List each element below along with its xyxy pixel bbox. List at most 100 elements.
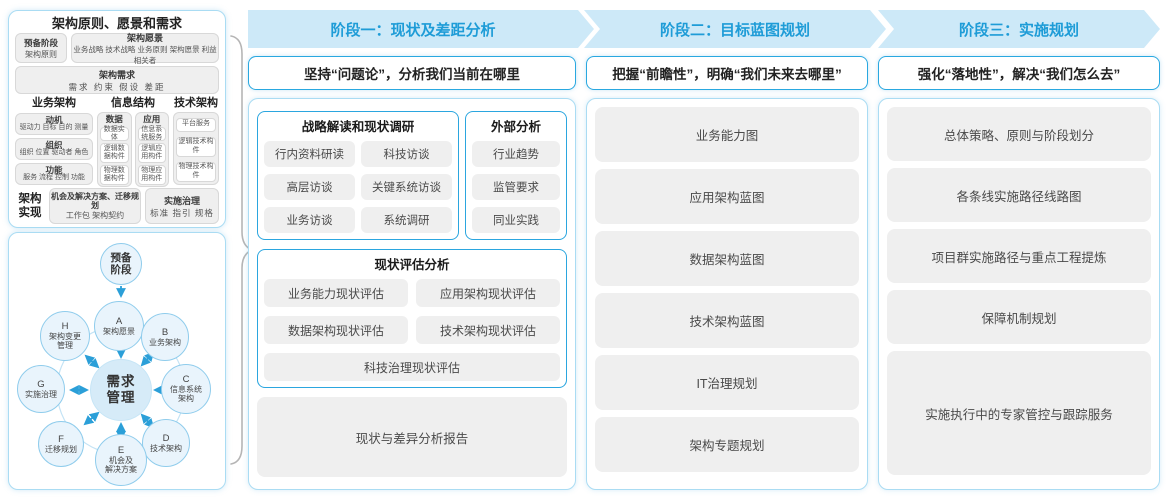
- prep-phase-node: 预备 阶段: [100, 243, 142, 285]
- assessment-item: 业务能力现状评估: [264, 279, 408, 307]
- requirement-sub: 需求 约束 假设 差距: [68, 81, 166, 92]
- technology-subcolumn: 平台服务 逻辑技术构件 物理技术构件: [173, 112, 219, 185]
- research-item: 高层访谈: [264, 174, 355, 200]
- phase3-deliverable: 总体策略、原则与阶段划分: [887, 107, 1151, 161]
- assessment-grid: 业务能力现状评估 应用架构现状评估 数据架构现状评估 技术架构现状评估 科技治理…: [264, 279, 560, 381]
- requirements-management-node: 需求 管理: [90, 359, 152, 421]
- node-d-label: 技术架构: [150, 443, 182, 453]
- application-subcolumn: 应用 信息系统服务 逻辑应用构件 物理应用构件: [134, 112, 169, 187]
- phase2-deliverable: 应用架构蓝图: [595, 169, 859, 224]
- phase1-header-text: 阶段一：现状及差距分析: [330, 21, 496, 39]
- phase1-header-band: 阶段一：现状及差距分析: [248, 10, 594, 48]
- assessment-item: 技术架构现状评估: [416, 316, 560, 344]
- node-e-opportunities-solutions: E 机会及 解决方案: [95, 434, 147, 486]
- phase2-deliverable: 数据架构蓝图: [595, 231, 859, 286]
- adm-cycle-panel: 预备 阶段 需求 管理 A 架构愿景 B 业务架构 C 信息系统 架构 D 技术…: [8, 232, 226, 490]
- node-c-letter: C: [182, 374, 190, 385]
- gap-analysis-report-box: 现状与差异分析报告: [257, 397, 567, 477]
- platform-service-box: 平台服务: [176, 117, 216, 132]
- logical-app-box: 逻辑应用构件: [137, 143, 166, 163]
- node-a-letter: A: [115, 315, 123, 327]
- phase2-deliverable: IT治理规划: [595, 355, 859, 410]
- node-f-label: 迁移规划: [45, 444, 77, 454]
- opportunity-title: 机会及解决方案、迁移规划: [51, 191, 139, 211]
- phase3-subtitle: 强化“落地性”，解决“我们怎么去”: [878, 56, 1160, 90]
- strategy-research-title: 战略解读和现状调研: [301, 120, 415, 134]
- phase2-header-band: 阶段二：目标蓝图规划: [584, 10, 886, 48]
- data-subcolumn: 数据 数据实体 逻辑数据构件 物理数据构件: [97, 112, 132, 187]
- external-item: 行业趋势: [472, 141, 560, 167]
- node-b-business-architecture: B 业务架构: [141, 313, 189, 361]
- information-structure-title: 信息结构: [111, 97, 155, 109]
- node-b-label: 业务架构: [149, 337, 181, 347]
- node-e-label: 机会及 解决方案: [105, 456, 137, 474]
- governance-title: 实施治理: [163, 195, 200, 206]
- business-architecture-title: 业务架构: [32, 97, 76, 109]
- node-a-architecture-vision: A 架构愿景: [94, 301, 144, 351]
- implementation-governance-box: 实施治理 标准 指引 规格: [145, 188, 219, 224]
- architecture-requirement-box: 架构需求 需求 约束 假设 差距: [15, 66, 219, 94]
- phase3-header-band: 阶段三：实施规划: [878, 10, 1160, 48]
- external-item: 监管要求: [472, 174, 560, 200]
- organization-title: 组织: [45, 139, 63, 150]
- physical-tech-box: 物理技术构件: [176, 161, 216, 182]
- node-f-letter: F: [58, 433, 64, 445]
- requirement-title: 架构需求: [98, 69, 135, 80]
- logical-tech-box: 逻辑技术构件: [176, 136, 216, 157]
- phase3-content-panel: 总体策略、原则与阶段划分 各条线实施路径线路图 项目群实施路径与重点工程提炼 保…: [878, 98, 1160, 490]
- assessment-item: 数据架构现状评估: [264, 316, 408, 344]
- is-service-box: 信息系统服务: [137, 126, 166, 141]
- architecture-domains-row: 业务架构 动机 驱动力 目标 目的 测量 组织 组织 位置 驱动者 角色 功能 …: [15, 97, 219, 187]
- double-arrow-f-icon: [83, 411, 100, 426]
- assessment-item: 应用架构现状评估: [416, 279, 560, 307]
- research-item: 关键系统访谈: [361, 174, 452, 200]
- assessment-item: 科技治理现状评估: [264, 353, 560, 381]
- motivation-box: 动机 驱动力 目标 目的 测量: [15, 113, 93, 135]
- phase1-subtitle: 坚持“问题论”，分析我们当前在哪里: [248, 56, 576, 90]
- research-item: 业务访谈: [264, 207, 355, 233]
- node-b-letter: B: [161, 326, 169, 338]
- function-title: 功能: [45, 164, 63, 175]
- business-architecture-column: 业务架构 动机 驱动力 目标 目的 测量 组织 组织 位置 驱动者 角色 功能 …: [15, 97, 93, 185]
- research-item: 行内资料研读: [264, 141, 355, 167]
- node-f-migration-planning: F 迁移规划: [38, 421, 84, 467]
- node-d-letter: D: [162, 432, 170, 444]
- phase3-deliverable: 保障机制规划: [887, 290, 1151, 344]
- node-a-label: 架构愿景: [103, 326, 135, 336]
- node-d-technology-architecture: D 技术架构: [142, 419, 190, 467]
- function-box: 功能 服务 流程 控制 功能: [15, 163, 93, 185]
- opportunity-sub: 工作包 架构契约: [65, 210, 125, 220]
- phase1-content-panel: 战略解读和现状调研 行内资料研读 科技访谈 高层访谈 关键系统访谈 业务访谈 系…: [248, 98, 576, 490]
- strategy-research-group: 战略解读和现状调研 行内资料研读 科技访谈 高层访谈 关键系统访谈 业务访谈 系…: [257, 111, 459, 240]
- motivation-sub: 驱动力 目标 目的 测量: [19, 124, 89, 131]
- node-h-label: 架构变更 管理: [49, 332, 81, 350]
- physical-app-box: 物理应用构件: [137, 165, 166, 185]
- assessment-title: 现状评估分析: [374, 258, 450, 272]
- node-h-architecture-change-management: H 架构变更 管理: [40, 311, 90, 361]
- phase3-deliverable: 各条线实施路径线路图: [887, 168, 1151, 222]
- phase2-content-panel: 业务能力图 应用架构蓝图 数据架构蓝图 技术架构蓝图 IT治理规划 架构专题规划: [586, 98, 868, 490]
- double-arrow-h-icon: [84, 354, 100, 369]
- vision-sub: 业务战略 技术战略 业务原则 架构愿景 利益相关者: [73, 44, 217, 65]
- node-g-implementation-governance: G 实施治理: [17, 365, 65, 413]
- opportunity-migration-box: 机会及解决方案、迁移规划 工作包 架构契约: [49, 188, 141, 224]
- prep-phase-title: 预备阶段: [23, 37, 58, 48]
- data-entity-box: 数据实体: [100, 126, 129, 141]
- function-sub: 服务 流程 控制 功能: [23, 174, 85, 181]
- prep-phase-sub: 架构原则: [25, 49, 57, 59]
- phase1-top-row: 战略解读和现状调研 行内资料研读 科技访谈 高层访谈 关键系统访谈 业务访谈 系…: [257, 111, 567, 240]
- phase2-deliverable: 业务能力图: [595, 107, 859, 162]
- phase3-deliverable: 项目群实施路径与重点工程提炼: [887, 229, 1151, 283]
- technology-architecture-title: 技术架构: [174, 97, 218, 109]
- node-c-label: 信息系统 架构: [170, 385, 202, 403]
- logical-data-box: 逻辑数据构件: [100, 143, 129, 163]
- node-g-letter: G: [37, 378, 45, 390]
- governance-sub: 标准 指引 规格: [150, 207, 214, 218]
- phase3-deliverable: 实施执行中的专家管控与跟踪服务: [887, 351, 1151, 475]
- vision-title: 架构愿景: [126, 32, 163, 43]
- organization-sub: 组织 位置 驱动者 角色: [19, 149, 89, 156]
- architecture-realization-row: 架构 实现 机会及解决方案、迁移规划 工作包 架构契约 实施治理 标准 指引 规…: [15, 188, 219, 224]
- current-state-assessment-group: 现状评估分析 业务能力现状评估 应用架构现状评估 数据架构现状评估 技术架构现状…: [257, 249, 567, 388]
- panel-title: 架构原则、愿景和需求: [51, 16, 182, 31]
